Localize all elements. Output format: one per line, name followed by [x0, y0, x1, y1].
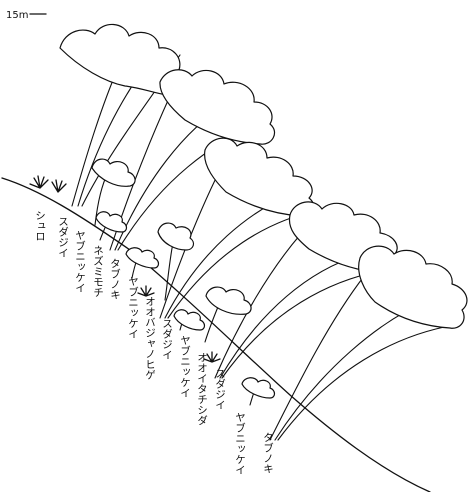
species-label-yabunikkei-2: ヤブニッケイ	[127, 276, 139, 339]
species-label-sudajii-3: スダジイ	[214, 368, 226, 410]
species-label-yabunikkei-4: ヤブニッケイ	[234, 412, 246, 475]
species-label-yabunikkei-3: ヤブニッケイ	[179, 335, 191, 398]
species-label-sudajii-2: スダジイ	[161, 318, 173, 360]
herb-tuft-1	[138, 286, 154, 296]
species-label-yabunikkei-1: ヤブニッケイ	[74, 230, 86, 293]
species-label-ooitachishida: オオイタチシダ	[196, 352, 208, 426]
understory-tree-6	[205, 287, 251, 342]
scale-bar-label: 15m	[6, 10, 28, 21]
palm-tuft-1	[30, 176, 66, 192]
scale-bar: 15m	[6, 10, 46, 21]
species-label-sudajii-1: スダジイ	[57, 216, 69, 258]
species-labels: シュロ スダジイ ヤブニッケイ ネズミモチ タブノキ ヤブニッケイ オオバジャノ…	[34, 210, 274, 475]
understory-tree-5	[174, 310, 205, 330]
species-label-tabunoki-2: タブノキ	[262, 432, 274, 474]
understory-tree-3	[126, 248, 159, 278]
species-label-oobajanohige: オオバジャノヒゲ	[144, 296, 156, 380]
species-label-tabunoki-1: タブノキ	[109, 258, 121, 300]
understory-tree-7	[242, 378, 275, 405]
species-label-nezumimochi: ネズミモチ	[92, 245, 104, 298]
canopy-tree-5	[270, 246, 467, 440]
species-label-shuro: シュロ	[34, 210, 46, 242]
understory-tree-4	[158, 223, 193, 300]
